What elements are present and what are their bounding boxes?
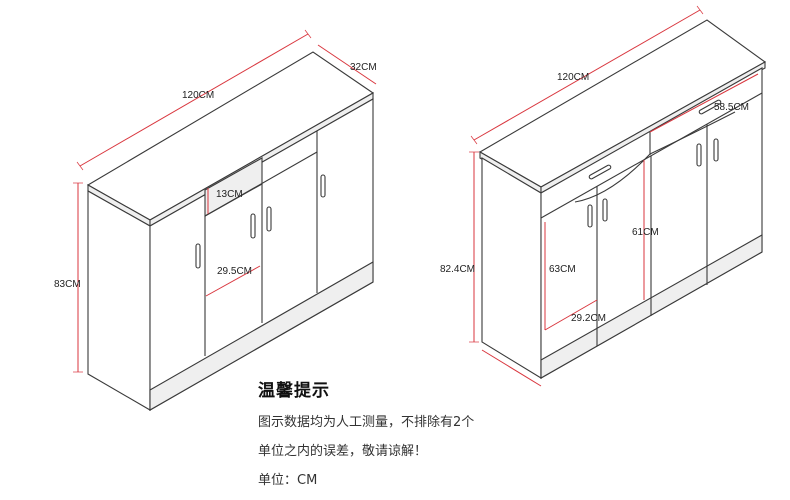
right-drawer-handle-2 bbox=[698, 99, 722, 115]
left-depth-label: 32CM bbox=[350, 62, 377, 73]
notice-line-1: 图示数据均为人工测量，不排除有2个 bbox=[258, 415, 475, 430]
left-handle-2 bbox=[250, 213, 256, 239]
right-handle-1 bbox=[587, 204, 593, 228]
left-door-top-rail bbox=[204, 151, 318, 217]
right-door-width-dimension-line bbox=[544, 299, 598, 331]
left-height-label: 83CM bbox=[54, 279, 81, 290]
right-door-width-label: 29.2CM bbox=[571, 313, 606, 324]
right-height-label: 82.4CM bbox=[440, 264, 475, 275]
right-bottom-edge-dimension-line bbox=[481, 349, 542, 387]
notice-unit: 单位：CM bbox=[258, 473, 318, 488]
right-handle-4 bbox=[713, 138, 719, 162]
right-cabinet-side-panel bbox=[481, 157, 542, 379]
right-drawer-label: 58.5CM bbox=[714, 102, 749, 113]
right-drawer-handle-1 bbox=[588, 164, 612, 180]
left-door-width-dimension-line bbox=[205, 265, 261, 297]
right-door-height-label: 61CM bbox=[632, 227, 659, 238]
left-handle-1 bbox=[195, 243, 201, 269]
left-handle-3 bbox=[266, 206, 272, 232]
notice-block: 温馨提示 图示数据均为人工测量，不排除有2个 单位之内的误差，敬请谅解！ 单位：… bbox=[258, 376, 578, 500]
right-cabinet-top-side-edge bbox=[540, 61, 766, 194]
right-handle-3 bbox=[696, 143, 702, 167]
notice-title: 温馨提示 bbox=[258, 381, 330, 401]
right-drawer-dimension-line bbox=[649, 73, 759, 133]
left-handle-4 bbox=[320, 174, 326, 198]
left-drawer-label: 13CM bbox=[216, 189, 243, 200]
left-width-dimension-line bbox=[79, 33, 309, 167]
right-inner-height-label: 63CM bbox=[549, 264, 576, 275]
right-cabinet: 120CM 58.5CM 82.4CM 63CM 61CM 29.2CM bbox=[440, 5, 767, 387]
right-handle-2 bbox=[602, 198, 608, 222]
right-width-dimension-line bbox=[473, 9, 701, 141]
left-cabinet-side-panel bbox=[87, 190, 151, 411]
left-depth-dimension-line bbox=[317, 44, 377, 85]
notice-line-2: 单位之内的误差，敬请谅解！ bbox=[258, 444, 428, 459]
left-door-width-label: 29.5CM bbox=[217, 266, 252, 277]
right-width-label: 120CM bbox=[557, 72, 589, 83]
left-cabinet-plinth bbox=[149, 261, 374, 411]
left-cabinet: 120CM 32CM 83CM 13CM 29.5CM bbox=[54, 29, 377, 411]
left-width-label: 120CM bbox=[182, 90, 214, 101]
right-drawer-band-bottom bbox=[540, 92, 763, 219]
